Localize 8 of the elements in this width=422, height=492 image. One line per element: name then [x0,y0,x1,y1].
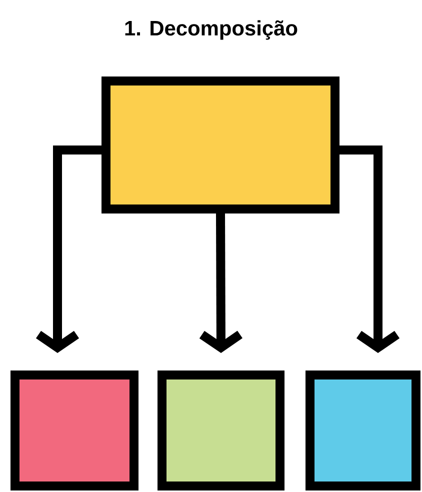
arrow [340,146,400,353]
arrow [36,146,102,353]
box [306,370,420,490]
box [10,370,138,490]
title: 1. Decomposição [125,20,298,40]
arrow [199,213,242,353]
box [158,370,284,490]
box [102,76,340,214]
